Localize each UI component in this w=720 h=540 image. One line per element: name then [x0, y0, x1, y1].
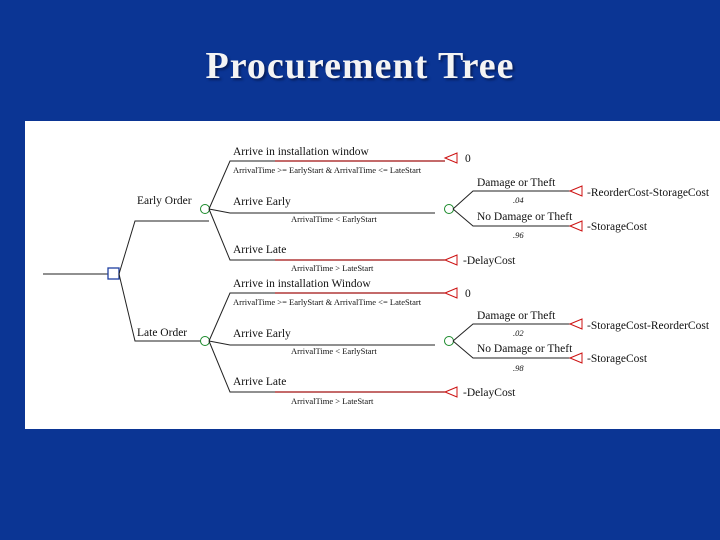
payoff-value: 0 — [465, 288, 471, 300]
edge-e-early — [208, 208, 435, 214]
decision-tree-diagram: Early Order Arrive in installation windo… — [43, 146, 710, 406]
payoff-value: -StorageCost — [587, 221, 648, 233]
payoff-value: -StorageCost — [587, 353, 648, 365]
event-probability: .04 — [513, 195, 524, 205]
edge-l-damage — [452, 323, 573, 342]
branch-label-early-order: Early Order — [137, 195, 192, 207]
terminal-node-icon — [568, 352, 583, 364]
outcome-condition: ArrivalTime >= EarlyStart & ArrivalTime … — [233, 165, 422, 175]
payoff-value: -DelayCost — [463, 255, 516, 267]
branch-label-late-order: Late Order — [137, 327, 187, 339]
outcome-label: Arrive in installation window — [233, 146, 369, 158]
terminal-node-icon — [443, 254, 458, 266]
event-label: No Damage or Theft — [477, 211, 573, 223]
edge-early-order — [118, 220, 209, 275]
decision-tree-panel: Early Order Arrive in installation windo… — [25, 121, 720, 429]
chance-node-damage-icon — [444, 204, 454, 214]
terminal-node-icon — [568, 318, 583, 330]
edge-late-order — [118, 273, 209, 342]
slide-title: Procurement Tree — [205, 45, 515, 87]
outcome-label: Arrive Late — [233, 244, 286, 256]
event-label: Damage or Theft — [477, 177, 556, 189]
payoff-value: -ReorderCost-StorageCost — [587, 187, 710, 199]
chance-node-late-order-icon — [200, 336, 210, 346]
chance-node-early-order-icon — [200, 204, 210, 214]
terminal-node-icon — [443, 386, 458, 398]
payoff-value: -DelayCost — [463, 387, 516, 399]
edge-e-nodamage — [452, 208, 573, 227]
terminal-node-icon — [568, 220, 583, 232]
payoff-value: -StorageCost-ReorderCost — [587, 320, 710, 332]
outcome-condition: ArrivalTime >= EarlyStart & ArrivalTime … — [233, 297, 422, 307]
terminal-node-icon — [443, 152, 458, 164]
event-probability: .98 — [513, 363, 524, 373]
outcome-condition: ArrivalTime > LateStart — [291, 396, 374, 406]
outcome-condition: ArrivalTime < EarlyStart — [291, 346, 377, 356]
event-probability: .02 — [513, 328, 524, 338]
outcome-label: Arrive Early — [233, 196, 291, 208]
edge-l-early — [208, 340, 435, 346]
event-probability: .96 — [513, 230, 524, 240]
edge-e-damage — [452, 190, 573, 210]
terminal-node-icon — [568, 185, 583, 197]
outcome-condition: ArrivalTime < EarlyStart — [291, 214, 377, 224]
outcome-label: Arrive Early — [233, 328, 291, 340]
event-label: No Damage or Theft — [477, 343, 573, 355]
decision-node-icon — [107, 267, 120, 280]
outcome-label: Arrive in installation Window — [233, 278, 371, 290]
payoff-value: 0 — [465, 153, 471, 165]
outcome-label: Arrive Late — [233, 376, 286, 388]
chance-node-damage-icon — [444, 336, 454, 346]
edge-l-nodamage — [452, 340, 573, 359]
terminal-node-icon — [443, 287, 458, 299]
outcome-condition: ArrivalTime > LateStart — [291, 263, 374, 273]
event-label: Damage or Theft — [477, 310, 556, 322]
